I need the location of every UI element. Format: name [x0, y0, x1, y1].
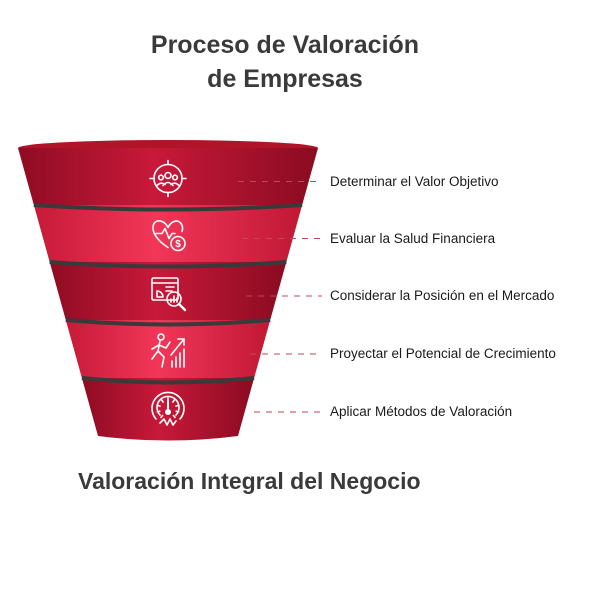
segment-divider [65, 318, 271, 327]
funnel-segment-4 [65, 320, 271, 383]
target-team-icon [149, 159, 187, 198]
title-line-1: Proceso de Valoración [150, 31, 420, 59]
title-line-2: de Empresas [207, 65, 363, 93]
growth-runner-icon [151, 333, 185, 368]
step-label-2: Evaluar la Salud Financiera [330, 230, 496, 246]
funnel-segment-3 [49, 262, 287, 325]
svg-text:$: $ [175, 239, 181, 250]
market-analysis-icon [151, 277, 187, 312]
diagram-title: Proceso de Valoración de Empresas [0, 28, 570, 96]
segment-divider [81, 376, 255, 385]
diagram-subtitle: Valoración Integral del Negocio [78, 468, 421, 494]
segment-divider [49, 260, 287, 269]
step-label-5: Aplicar Métodos de Valoración [330, 404, 513, 419]
segment-divider [33, 203, 303, 212]
step-label-3: Considerar la Posición en el Mercado [330, 288, 555, 303]
step-label-4: Proyectar el Potencial de Crecimiento [330, 346, 556, 361]
step-label-1: Determinar el Valor Objetivo [330, 173, 499, 189]
gauge-icon [151, 391, 185, 426]
heart-dollar-icon: $ [152, 220, 186, 252]
